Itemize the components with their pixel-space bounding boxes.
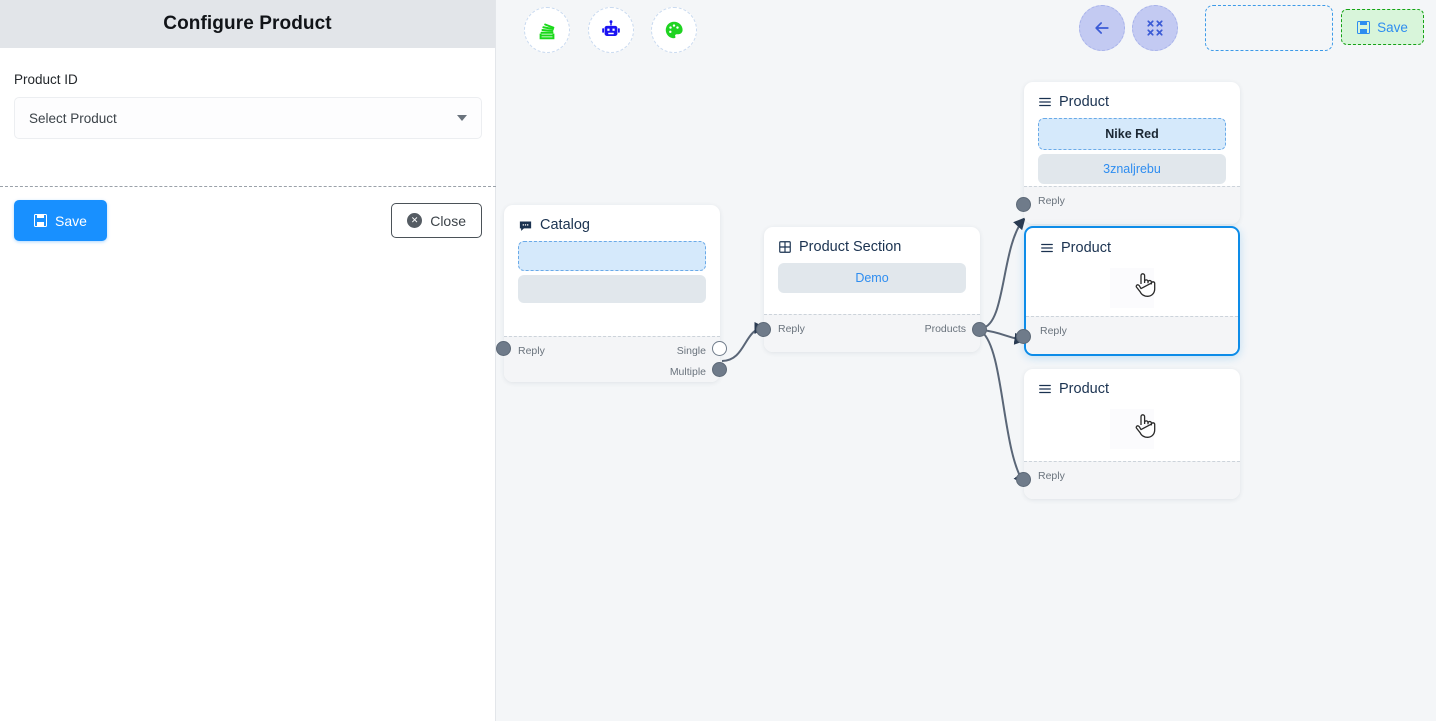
floppy-disk-icon [1357, 20, 1371, 34]
comment-icon [519, 220, 532, 231]
port-dot-multiple[interactable] [712, 362, 727, 377]
node-title: Product [1061, 240, 1111, 256]
page-title: Configure Product [163, 13, 332, 34]
canvas-save-label: Save [1377, 19, 1408, 35]
node-header: Catalog [504, 205, 720, 241]
product-select[interactable]: Select Product [14, 97, 482, 139]
product-id-label: Product ID [14, 72, 78, 87]
node-footer: Reply [1026, 316, 1238, 354]
product-select-value: Select Product [29, 110, 117, 126]
port-dot-reply[interactable] [1016, 329, 1031, 344]
list-icon [1041, 243, 1053, 253]
port-dot-reply[interactable] [756, 322, 771, 337]
node-chip[interactable]: Nike Red [1038, 118, 1226, 150]
node-chip[interactable] [518, 241, 706, 271]
close-button-label: Close [430, 212, 466, 229]
node-body: Demo [764, 263, 980, 309]
save-button[interactable]: Save [14, 200, 107, 241]
node-empty-body [1038, 405, 1226, 451]
port-dot-reply[interactable] [496, 341, 511, 356]
fit-screen-icon [1147, 20, 1163, 36]
node-footer: Reply Products [764, 314, 980, 352]
port-label-reply: Reply [1040, 325, 1067, 337]
port-label-reply: Reply [1038, 470, 1065, 482]
node-body: Nike Red 3znaljrebu [1024, 118, 1240, 200]
floppy-disk-icon [34, 214, 47, 227]
port-label-reply: Reply [778, 323, 805, 335]
list-icon [1039, 384, 1051, 394]
fit-screen-button[interactable] [1132, 5, 1178, 51]
node-header: Product [1026, 228, 1238, 264]
panel-header: Configure Product [0, 0, 495, 48]
node-title: Product Section [799, 239, 902, 255]
node-body [1026, 264, 1238, 322]
port-label-reply: Reply [518, 345, 545, 357]
node-title: Product [1059, 94, 1109, 110]
port-label-multiple: Multiple [669, 366, 706, 378]
port-dot-reply[interactable] [1016, 197, 1031, 212]
node-chip[interactable] [518, 275, 706, 303]
port-dot-single[interactable] [712, 341, 727, 356]
close-button[interactable]: ✕ Close [391, 203, 482, 238]
node-header: Product Section [764, 227, 980, 263]
node-footer: Reply [1024, 461, 1240, 499]
tool-palette-button[interactable] [651, 7, 697, 53]
chevron-down-icon [457, 115, 467, 121]
port-label-single: Single [676, 345, 706, 357]
node-body [504, 241, 720, 319]
node-chip[interactable]: 3znaljrebu [1038, 154, 1226, 184]
robot-icon [602, 20, 620, 36]
panel-actions: Save ✕ Close [0, 200, 496, 241]
node-footer: Reply [1024, 186, 1240, 224]
node-header: Product [1024, 369, 1240, 405]
back-button[interactable] [1079, 5, 1125, 51]
edge [981, 217, 1026, 329]
node-empty-body [1040, 264, 1224, 310]
list-icon [1039, 97, 1051, 107]
node-body [1024, 405, 1240, 463]
configure-product-panel: Configure Product Product ID Select Prod… [0, 0, 496, 721]
node-title: Product [1059, 381, 1109, 397]
save-button-label: Save [55, 212, 87, 229]
panel-body: Product ID Select Product [0, 48, 495, 139]
canvas-save-button[interactable]: Save [1341, 9, 1424, 45]
node-title: Catalog [540, 217, 590, 233]
port-dot-products[interactable] [972, 322, 987, 337]
panel-divider [0, 186, 496, 187]
grid-icon [779, 241, 791, 253]
tool-stack-button[interactable] [524, 7, 570, 53]
stack-icon [539, 23, 555, 40]
empty-dashed-slot[interactable] [1205, 5, 1333, 51]
port-label-products: Products [924, 323, 966, 335]
palette-icon [665, 21, 683, 39]
node-header: Product [1024, 82, 1240, 118]
node-chip[interactable]: Demo [778, 263, 966, 293]
port-dot-reply[interactable] [1016, 472, 1031, 487]
edge [981, 331, 1026, 485]
tool-bot-button[interactable] [588, 7, 634, 53]
port-label-reply: Reply [1038, 195, 1065, 207]
arrow-left-icon [1095, 22, 1109, 34]
circle-x-icon: ✕ [407, 213, 423, 228]
